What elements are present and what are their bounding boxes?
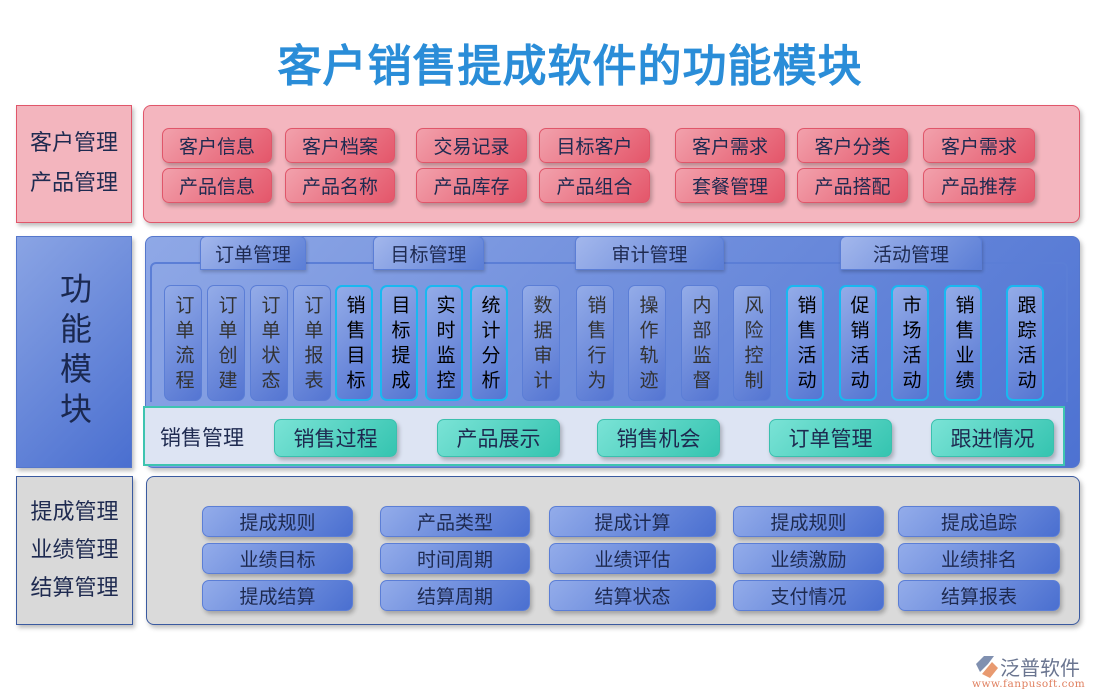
label-settlement-mgmt: 结算管理 (30, 575, 119, 601)
logo-url: www.fanpusoft.com (972, 678, 1086, 690)
module-tab[interactable]: 订单管理 (200, 236, 306, 270)
sales-item-button[interactable]: 跟进情况 (931, 419, 1054, 457)
fanpu-logo: 泛普软件 www.fanpusoft.com (968, 650, 1093, 692)
module-item[interactable]: 操作轨迹 (628, 285, 666, 401)
product-item-button[interactable]: 产品推荐 (923, 168, 1035, 203)
module-item[interactable]: 跟踪活动 (1006, 285, 1044, 401)
commission-item-button[interactable]: 结算状态 (549, 580, 716, 611)
commission-item-button[interactable]: 支付情况 (733, 580, 884, 611)
module-item[interactable]: 订单状态 (250, 285, 288, 401)
module-item[interactable]: 市场活动 (891, 285, 929, 401)
sales-item-button[interactable]: 产品展示 (437, 419, 560, 457)
module-item[interactable]: 订单创建 (207, 285, 245, 401)
commission-item-button[interactable]: 产品类型 (380, 506, 530, 537)
commission-item-button[interactable]: 业绩激励 (733, 543, 884, 574)
customer-item-button[interactable]: 交易记录 (416, 128, 527, 163)
label-customer-mgmt: 客户管理 (29, 131, 118, 156)
commission-item-button[interactable]: 时间周期 (380, 543, 530, 574)
customer-item-button[interactable]: 客户分类 (797, 128, 908, 163)
module-item[interactable]: 销售行为 (576, 285, 614, 401)
commission-item-button[interactable]: 结算周期 (380, 580, 530, 611)
module-item[interactable]: 销售目标 (335, 285, 373, 401)
product-item-button[interactable]: 产品库存 (416, 168, 527, 203)
section-label-customer-product: 客户管理 产品管理 (16, 105, 132, 223)
section-label-commission: 提成管理 业绩管理 结算管理 (16, 476, 133, 625)
page-title: 客户销售提成软件的功能模块 (277, 41, 863, 92)
module-item[interactable]: 促销活动 (839, 285, 877, 401)
commission-item-button[interactable]: 提成追踪 (898, 506, 1060, 537)
sales-management-label: 销售管理 (160, 426, 244, 450)
commission-item-button[interactable]: 业绩评估 (549, 543, 716, 574)
commission-item-button[interactable]: 提成规则 (733, 506, 884, 537)
label-performance-mgmt: 业绩管理 (30, 537, 119, 563)
commission-item-button[interactable]: 提成结算 (202, 580, 353, 611)
commission-item-button[interactable]: 提成计算 (549, 506, 716, 537)
module-item[interactable]: 数据审计 (522, 285, 560, 401)
label-commission-mgmt: 提成管理 (30, 499, 119, 525)
module-item[interactable]: 内部监督 (681, 285, 719, 401)
customer-item-button[interactable]: 客户信息 (162, 128, 272, 163)
module-item[interactable]: 实时监控 (425, 285, 463, 401)
product-item-button[interactable]: 产品搭配 (797, 168, 908, 203)
commission-item-button[interactable]: 提成规则 (202, 506, 353, 537)
module-item[interactable]: 订单报表 (293, 285, 331, 401)
section-label-function-module: 功能模块 (16, 236, 132, 468)
commission-item-button[interactable]: 业绩目标 (202, 543, 353, 574)
module-item[interactable]: 目标提成 (380, 285, 418, 401)
sales-item-button[interactable]: 订单管理 (769, 419, 892, 457)
module-item[interactable]: 销售业绩 (944, 285, 982, 401)
sales-item-button[interactable]: 销售机会 (597, 419, 720, 457)
logo-name: 泛普软件 (1000, 656, 1080, 680)
label-function-module: 功能模块 (55, 272, 93, 432)
commission-item-button[interactable]: 业绩排名 (898, 543, 1060, 574)
sales-item-button[interactable]: 销售过程 (274, 419, 397, 457)
module-tab[interactable]: 审计管理 (575, 236, 724, 270)
product-item-button[interactable]: 套餐管理 (675, 168, 785, 203)
customer-item-button[interactable]: 客户需求 (923, 128, 1035, 163)
customer-item-button[interactable]: 目标客户 (539, 128, 650, 163)
customer-product-panel (143, 105, 1080, 223)
module-tab[interactable]: 活动管理 (840, 236, 982, 270)
product-item-button[interactable]: 产品名称 (285, 168, 395, 203)
product-item-button[interactable]: 产品信息 (162, 168, 272, 203)
label-product-mgmt: 产品管理 (29, 171, 118, 196)
module-item[interactable]: 销售活动 (786, 285, 824, 401)
customer-item-button[interactable]: 客户档案 (285, 128, 395, 163)
module-item[interactable]: 订单流程 (164, 285, 202, 401)
module-item[interactable]: 统计分析 (470, 285, 508, 401)
module-tab[interactable]: 目标管理 (373, 236, 484, 270)
customer-item-button[interactable]: 客户需求 (675, 128, 785, 163)
logo-icon (976, 656, 998, 678)
commission-item-button[interactable]: 结算报表 (898, 580, 1060, 611)
module-item[interactable]: 风险控制 (733, 285, 771, 401)
product-item-button[interactable]: 产品组合 (539, 168, 650, 203)
